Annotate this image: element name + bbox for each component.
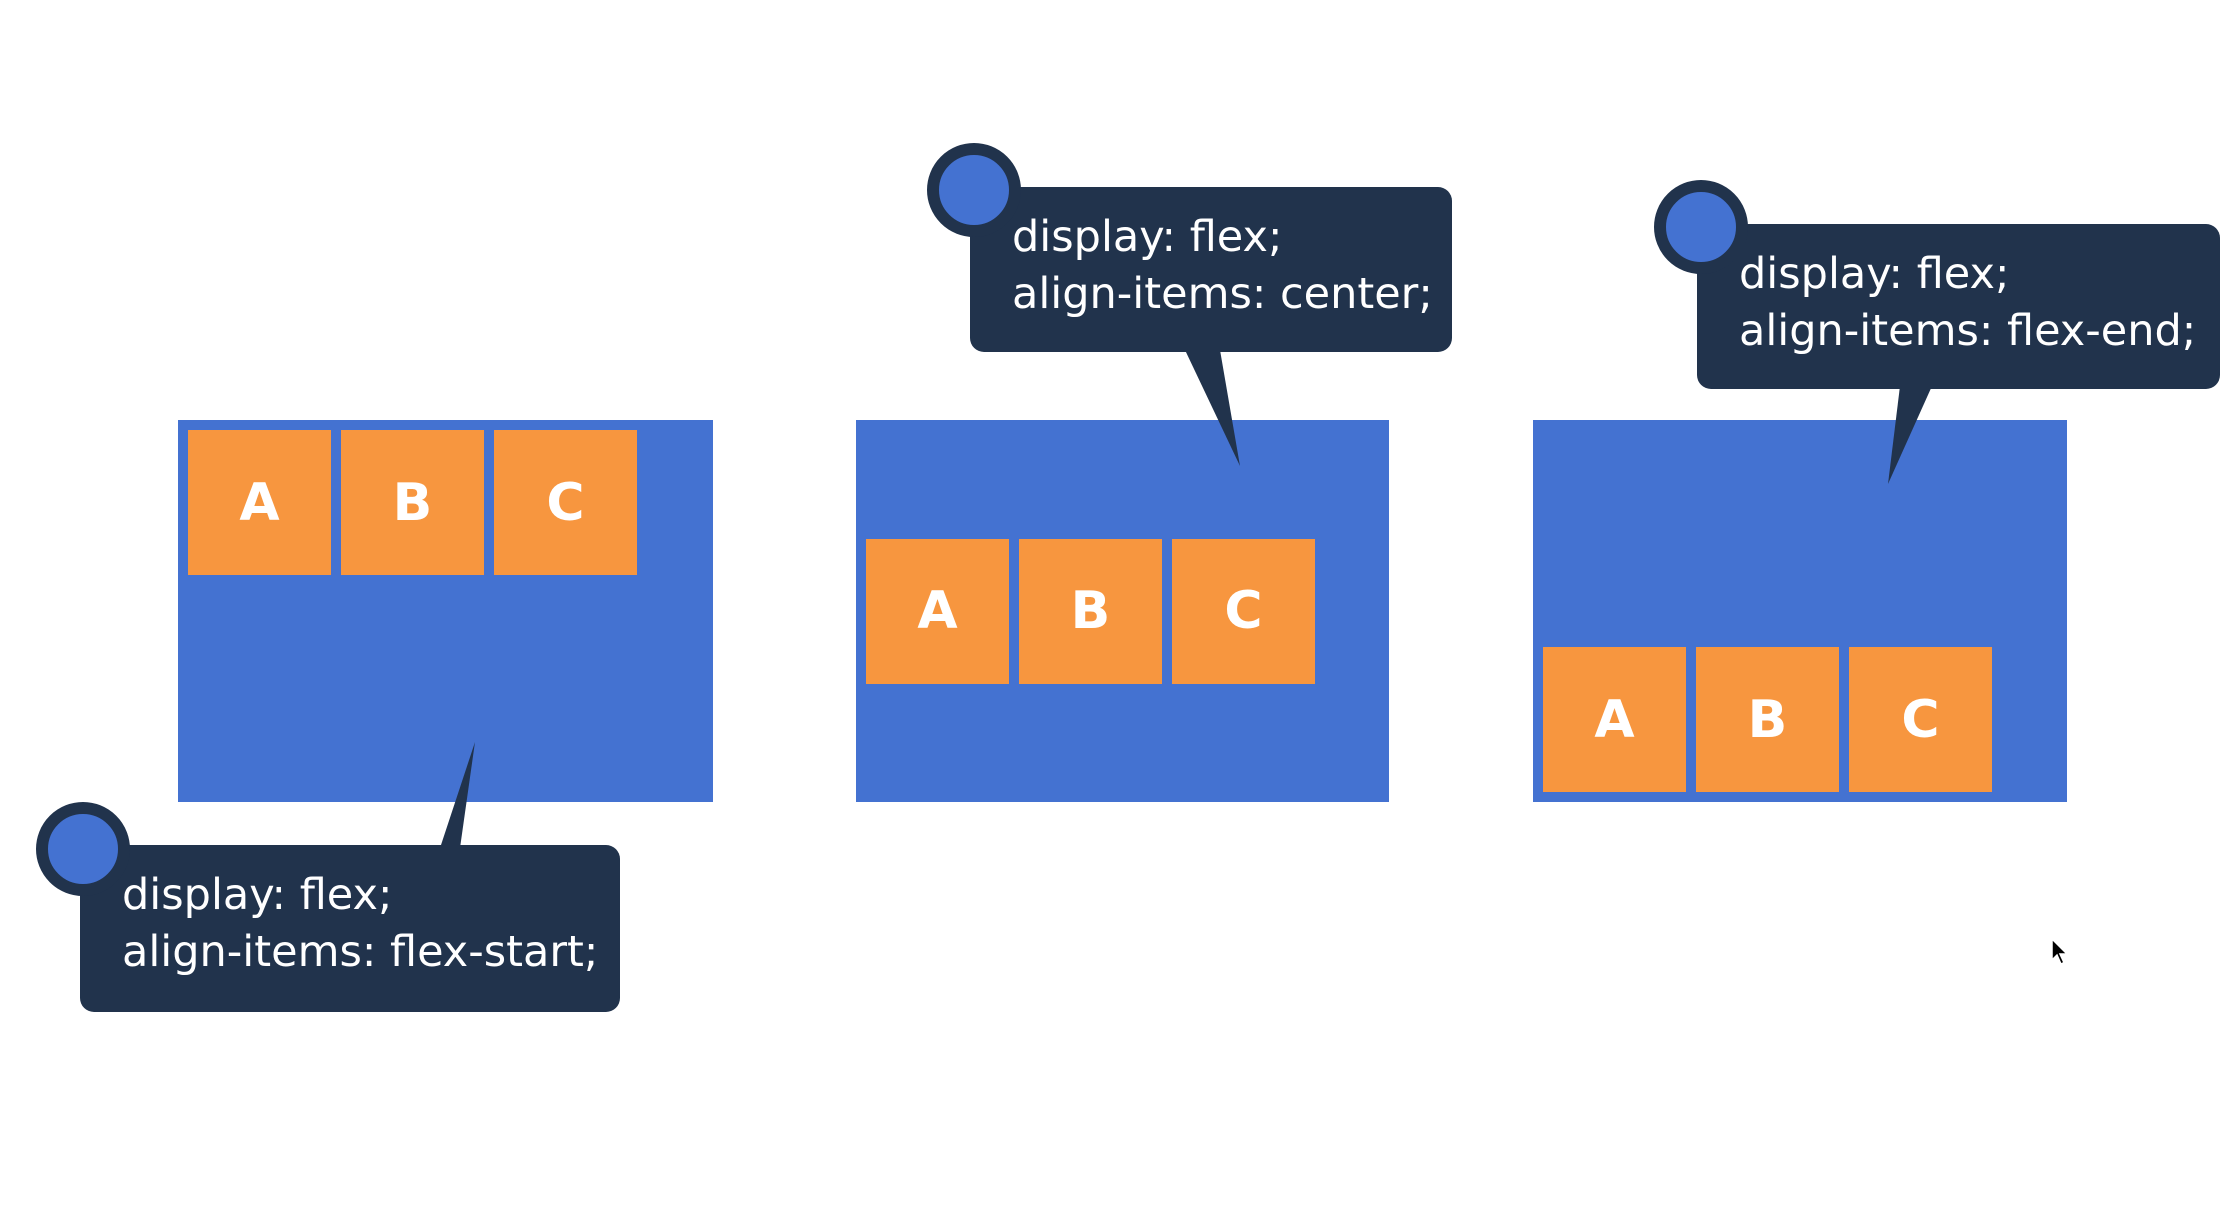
flex-item-b: B [341, 430, 484, 575]
code-callout-flex-start: display: flex; align-items: flex-start; [80, 845, 620, 1012]
flex-container-flex-start: A B C [178, 420, 713, 802]
code-line-align-items: align-items: flex-start; [122, 927, 599, 977]
flex-container-center: A B C [856, 420, 1389, 802]
code-line-display: display: flex; [1012, 212, 1283, 262]
code-line-display: display: flex; [1739, 249, 2010, 299]
code-callout-center: display: flex; align-items: center; [970, 187, 1452, 352]
mouse-cursor-icon [2051, 938, 2069, 966]
code-line-display: display: flex; [122, 870, 393, 920]
flex-item-c: C [494, 430, 637, 575]
circle-marker-icon [36, 802, 130, 896]
flex-item-b: B [1696, 647, 1839, 792]
flex-item-a: A [1543, 647, 1686, 792]
flex-item-c: C [1172, 538, 1315, 684]
code-callout-flex-end: display: flex; align-items: flex-end; [1697, 224, 2220, 389]
circle-marker-icon [1654, 180, 1748, 274]
code-line-align-items: align-items: flex-end; [1739, 306, 2197, 356]
flex-item-c: C [1849, 647, 1992, 792]
flex-item-a: A [188, 430, 331, 575]
flex-item-a: A [866, 538, 1009, 684]
circle-marker-icon [927, 143, 1021, 237]
flex-item-b: B [1019, 538, 1162, 684]
code-line-align-items: align-items: center; [1012, 269, 1433, 319]
flex-container-flex-end: A B C [1533, 420, 2067, 802]
